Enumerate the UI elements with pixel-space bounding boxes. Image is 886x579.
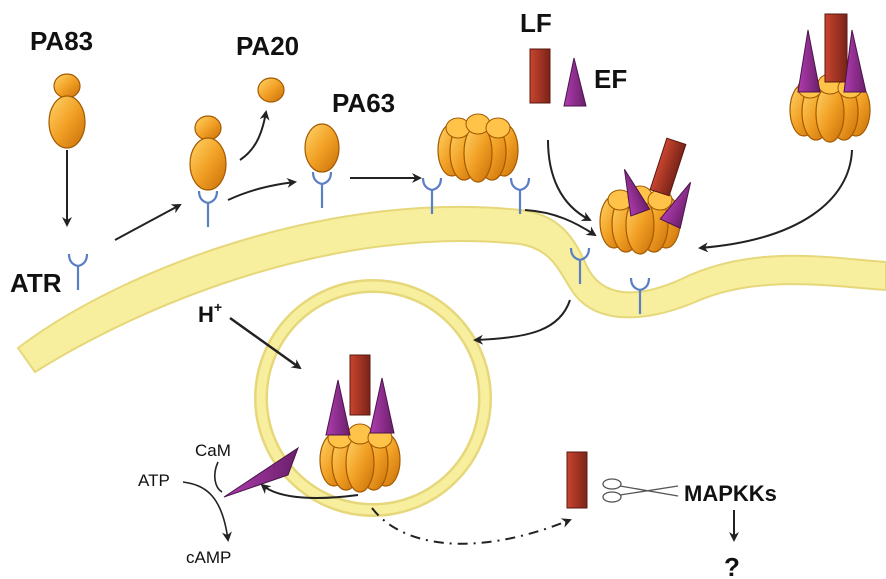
plasma-membrane — [18, 207, 886, 372]
pa83-label: PA83 — [30, 26, 93, 56]
pa63-heptamer — [438, 114, 518, 182]
lf-label: LF — [520, 8, 552, 38]
pa20-fragment — [258, 78, 284, 102]
pa83-protein — [49, 74, 85, 148]
scissors-icon — [603, 479, 678, 502]
lf-protein — [530, 49, 550, 103]
atp-label: ATP — [138, 471, 170, 490]
pa20-label: PA20 — [236, 31, 299, 61]
toxin-pore-endosome — [320, 355, 400, 492]
unknown-effect-label: ? — [724, 552, 740, 579]
arrow-to-pa63 — [228, 182, 295, 200]
arrow-complex-to-membrane — [700, 150, 852, 248]
ef-cytosol — [224, 448, 298, 497]
receptor-2 — [199, 191, 217, 227]
bound-pa83 — [190, 116, 226, 190]
cam-label: CaM — [195, 441, 231, 460]
pa63-protein — [305, 124, 339, 172]
atr-receptor — [69, 254, 87, 290]
h-plus-label: H+ — [198, 299, 222, 327]
ef-protein — [564, 58, 586, 106]
mapkks-label: MAPKKs — [684, 481, 777, 506]
atr-label: ATR — [10, 268, 62, 298]
toxin-complex-free — [790, 14, 870, 142]
pa63-label: PA63 — [332, 88, 395, 118]
arrow-lfef-to-complex — [548, 140, 590, 220]
lf-cytosol — [567, 452, 587, 508]
arrow-to-endosome — [475, 300, 570, 340]
arrow-pa20-release — [240, 112, 266, 160]
receptor-3 — [313, 172, 331, 208]
toxin-complex-membrane — [600, 138, 700, 254]
camp-label: cAMP — [186, 548, 231, 567]
arrow-to-bound — [115, 205, 180, 240]
cam-arrow — [215, 462, 222, 492]
ef-label: EF — [594, 64, 627, 94]
